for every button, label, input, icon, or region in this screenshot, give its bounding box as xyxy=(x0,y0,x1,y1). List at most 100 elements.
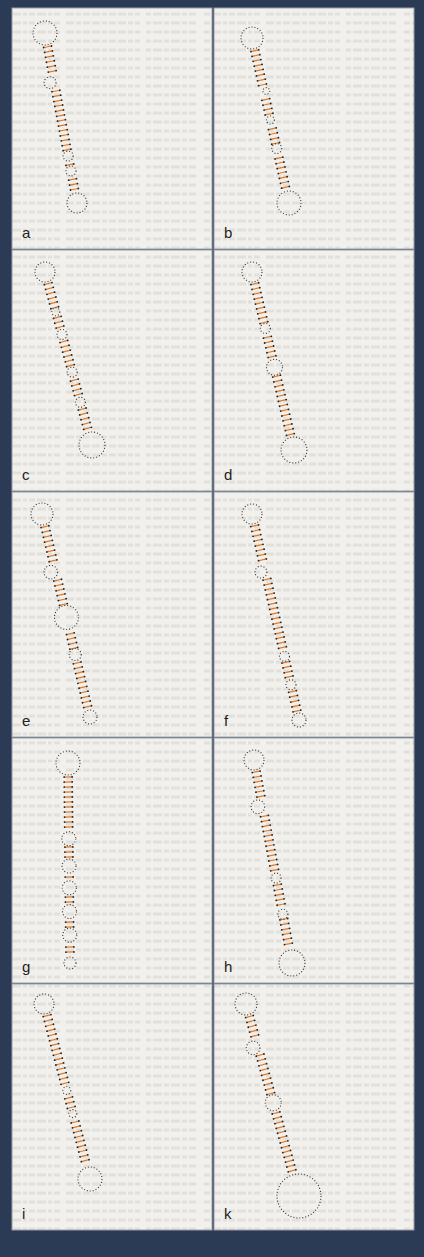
base-pair xyxy=(283,1150,291,1152)
base-pair xyxy=(276,390,284,392)
base xyxy=(63,801,65,803)
base xyxy=(64,876,66,878)
base-pair xyxy=(82,422,90,424)
base xyxy=(258,318,260,320)
rna-hairpin xyxy=(244,750,305,976)
base xyxy=(272,376,274,378)
base-pair xyxy=(68,638,76,640)
base xyxy=(283,1125,285,1127)
base xyxy=(71,801,73,803)
base xyxy=(55,327,57,329)
base-pair xyxy=(275,1122,283,1124)
base xyxy=(253,65,255,67)
base-pair xyxy=(65,826,73,827)
base-pair xyxy=(48,1034,56,1036)
base-pair xyxy=(65,851,73,852)
base-pair xyxy=(269,603,277,605)
base xyxy=(275,355,277,357)
panel xyxy=(12,984,212,1230)
base xyxy=(291,706,293,708)
base-pair xyxy=(65,821,73,822)
base-pair xyxy=(282,186,290,188)
base xyxy=(256,1029,258,1031)
base xyxy=(60,315,62,317)
loop-circle xyxy=(67,367,77,377)
rna-hairpin xyxy=(33,21,87,213)
base xyxy=(290,1150,292,1152)
base-pair xyxy=(280,1141,288,1143)
base xyxy=(251,56,253,58)
base xyxy=(265,347,267,349)
base xyxy=(270,578,272,580)
base-pair xyxy=(277,904,285,905)
base xyxy=(54,291,56,293)
base xyxy=(45,546,47,548)
base xyxy=(73,951,75,953)
base xyxy=(78,687,80,689)
base xyxy=(287,918,289,920)
base xyxy=(53,1023,55,1025)
base xyxy=(291,1154,293,1156)
loop-circle xyxy=(62,881,76,895)
base xyxy=(251,289,253,291)
base xyxy=(272,623,274,625)
base xyxy=(258,1034,260,1036)
base-pair xyxy=(71,379,79,381)
base xyxy=(275,163,277,165)
base xyxy=(258,560,260,562)
base-pair xyxy=(76,672,84,674)
base xyxy=(55,1033,57,1035)
base xyxy=(79,383,81,385)
base-pair xyxy=(246,1015,254,1017)
base xyxy=(269,865,271,867)
base xyxy=(271,582,273,584)
panel-letter: d xyxy=(224,467,232,482)
base-pair xyxy=(266,845,274,846)
base-pair xyxy=(284,424,292,426)
base xyxy=(252,777,254,779)
base xyxy=(274,894,276,896)
base xyxy=(54,1028,56,1030)
base-pair xyxy=(41,526,49,528)
base-pair xyxy=(253,776,261,777)
base xyxy=(69,143,71,145)
loop-circle xyxy=(255,566,267,578)
base-pair xyxy=(289,691,297,693)
base xyxy=(257,313,259,315)
base xyxy=(87,1154,89,1156)
base xyxy=(65,124,67,126)
base xyxy=(252,293,254,295)
base xyxy=(288,691,290,693)
base-pair xyxy=(44,1019,52,1021)
base xyxy=(276,396,278,398)
base xyxy=(276,132,278,134)
base xyxy=(283,425,285,427)
base xyxy=(51,1050,53,1052)
base xyxy=(263,73,265,75)
base xyxy=(292,1159,294,1161)
base xyxy=(51,45,53,47)
loop-circle xyxy=(251,800,265,814)
base xyxy=(77,188,79,190)
base xyxy=(43,284,45,286)
base-pair xyxy=(282,414,290,416)
base xyxy=(50,1045,52,1047)
panel xyxy=(12,738,212,983)
base xyxy=(63,356,65,358)
base xyxy=(261,1075,263,1077)
base-pair xyxy=(55,1058,63,1060)
loop-circle xyxy=(279,651,289,661)
base xyxy=(263,1053,265,1055)
base xyxy=(79,692,81,694)
base-pair xyxy=(264,583,272,585)
base xyxy=(251,772,253,774)
base-pair xyxy=(288,1170,296,1172)
base-pair xyxy=(80,413,88,415)
base xyxy=(73,946,75,948)
loop-circle xyxy=(63,151,73,161)
base xyxy=(282,420,284,422)
base-pair xyxy=(60,340,68,342)
base-pair xyxy=(65,816,73,817)
base-pair xyxy=(270,133,278,135)
base xyxy=(271,618,273,620)
